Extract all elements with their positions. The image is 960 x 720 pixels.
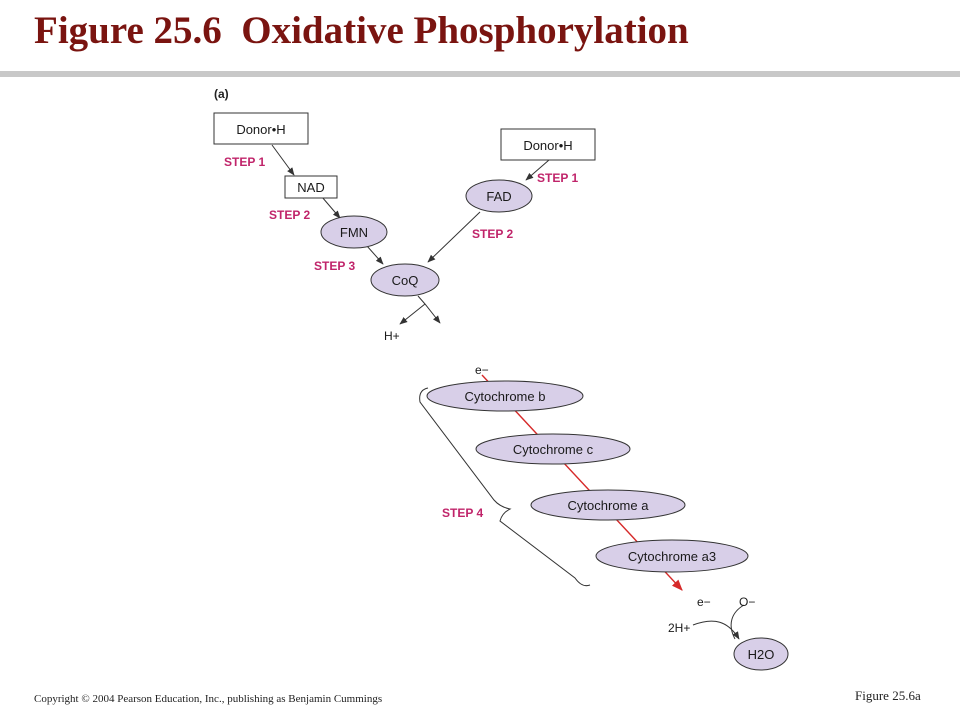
- nad-box: [284, 175, 338, 199]
- coq-node: [370, 263, 440, 297]
- arrow-donor-to-fad: [525, 159, 550, 181]
- right-step2-label: STEP 2: [472, 227, 513, 241]
- electron-label-bottom: e−: [697, 595, 711, 609]
- electron-label-top: e−: [475, 363, 489, 377]
- copyright-notice: Copyright © 2004 Pearson Education, Inc.…: [34, 693, 383, 705]
- fmn-label: FMN: [340, 225, 368, 240]
- arrow-proton-release: [399, 303, 426, 325]
- figure-reference: Figure 25.6a: [855, 688, 921, 703]
- nad-label: NAD: [297, 180, 324, 195]
- coq-label: CoQ: [392, 273, 419, 288]
- arrow-donor-to-nad: [271, 144, 295, 176]
- arrow-protons-to-water: [692, 620, 740, 640]
- water-label: H2O: [748, 647, 775, 662]
- cytochrome-b-node: [426, 380, 584, 412]
- arrow-coq-out: [417, 295, 441, 324]
- cytochrome-a-label: Cytochrome a: [568, 498, 650, 513]
- left-step1-label: STEP 1: [224, 155, 265, 169]
- cytochrome-a-node: [530, 489, 686, 521]
- fad-label: FAD: [486, 189, 511, 204]
- arrow-nad-to-fmn: [321, 196, 341, 219]
- fmn-node: [320, 215, 388, 249]
- donor-h-label-right: Donor•H: [523, 138, 572, 153]
- arrow-oxygen-to-water: [730, 604, 745, 640]
- oxygen-label: O−: [739, 595, 755, 609]
- step4-label: STEP 4: [442, 506, 483, 520]
- left-step2-label: STEP 2: [269, 208, 310, 222]
- title-divider: [0, 71, 960, 77]
- arrow-fad-to-coq: [427, 211, 481, 263]
- slide-title: Figure 25.6 Oxidative Phosphorylation: [34, 9, 689, 52]
- cytochrome-c-node: [475, 433, 631, 465]
- cytochrome-b-label: Cytochrome b: [465, 389, 546, 404]
- proton-label: H+: [384, 329, 400, 343]
- donor-h-box-right: [500, 128, 596, 161]
- donor-h-box-left: [213, 112, 309, 145]
- cytochrome-a3-node: [595, 539, 749, 573]
- panel-label: (a): [214, 87, 229, 101]
- arrow-fmn-to-coq: [366, 245, 384, 265]
- two-protons-label: 2H+: [668, 621, 690, 635]
- cytochrome-c-label: Cytochrome c: [513, 442, 594, 457]
- right-step1-label: STEP 1: [537, 171, 578, 185]
- donor-h-label-left: Donor•H: [236, 122, 285, 137]
- left-step3-label: STEP 3: [314, 259, 355, 273]
- fad-node: [465, 179, 533, 213]
- water-node: [733, 637, 789, 671]
- cytochrome-a3-label: Cytochrome a3: [628, 549, 716, 564]
- step4-brace: [419, 387, 591, 587]
